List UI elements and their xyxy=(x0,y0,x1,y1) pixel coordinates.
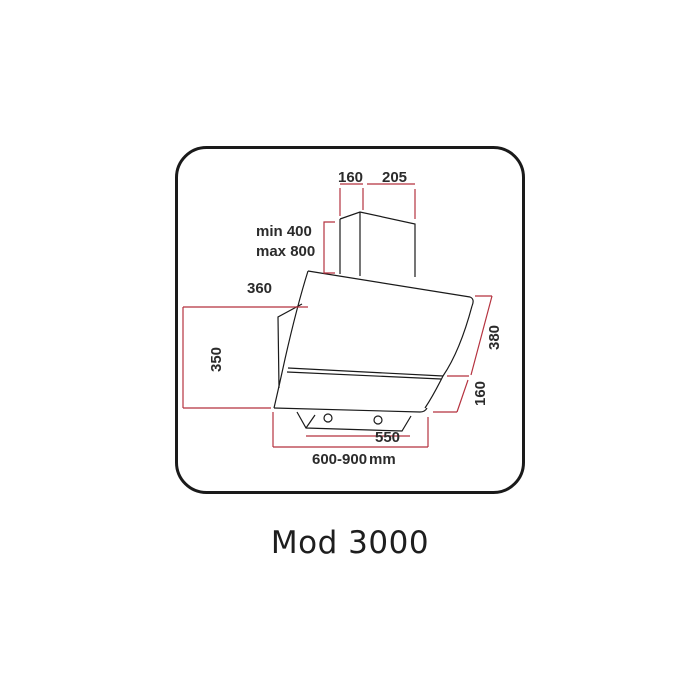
dim-unit-label: mm xyxy=(369,451,396,468)
dim-chimney-depth-label: 160 xyxy=(338,169,363,186)
range-hood-diagram: 160 205 min 400 max 800 360 350 380 160 … xyxy=(175,146,525,494)
dim-hood-height-label: 350 xyxy=(208,347,225,372)
dim-chimney-min-label: min 400 xyxy=(256,223,312,240)
model-title: Mod 3000 xyxy=(270,525,430,561)
diagram-frame: 160 205 min 400 max 800 360 350 380 160 … xyxy=(175,146,525,494)
dim-control-width-label: 550 xyxy=(375,429,400,446)
dim-chimney-width-label: 205 xyxy=(382,169,407,186)
dim-front-upper-label: 380 xyxy=(486,325,503,350)
dim-front-lower-label: 160 xyxy=(472,381,489,406)
hood-outline xyxy=(273,270,474,432)
chimney-outline xyxy=(339,211,416,277)
dim-hood-depth-label: 360 xyxy=(247,280,272,297)
frame-border xyxy=(175,146,525,494)
dim-hood-width-label: 600-900 xyxy=(312,451,367,468)
dimension-lines xyxy=(182,183,493,448)
dim-chimney-max-label: max 800 xyxy=(256,243,315,260)
